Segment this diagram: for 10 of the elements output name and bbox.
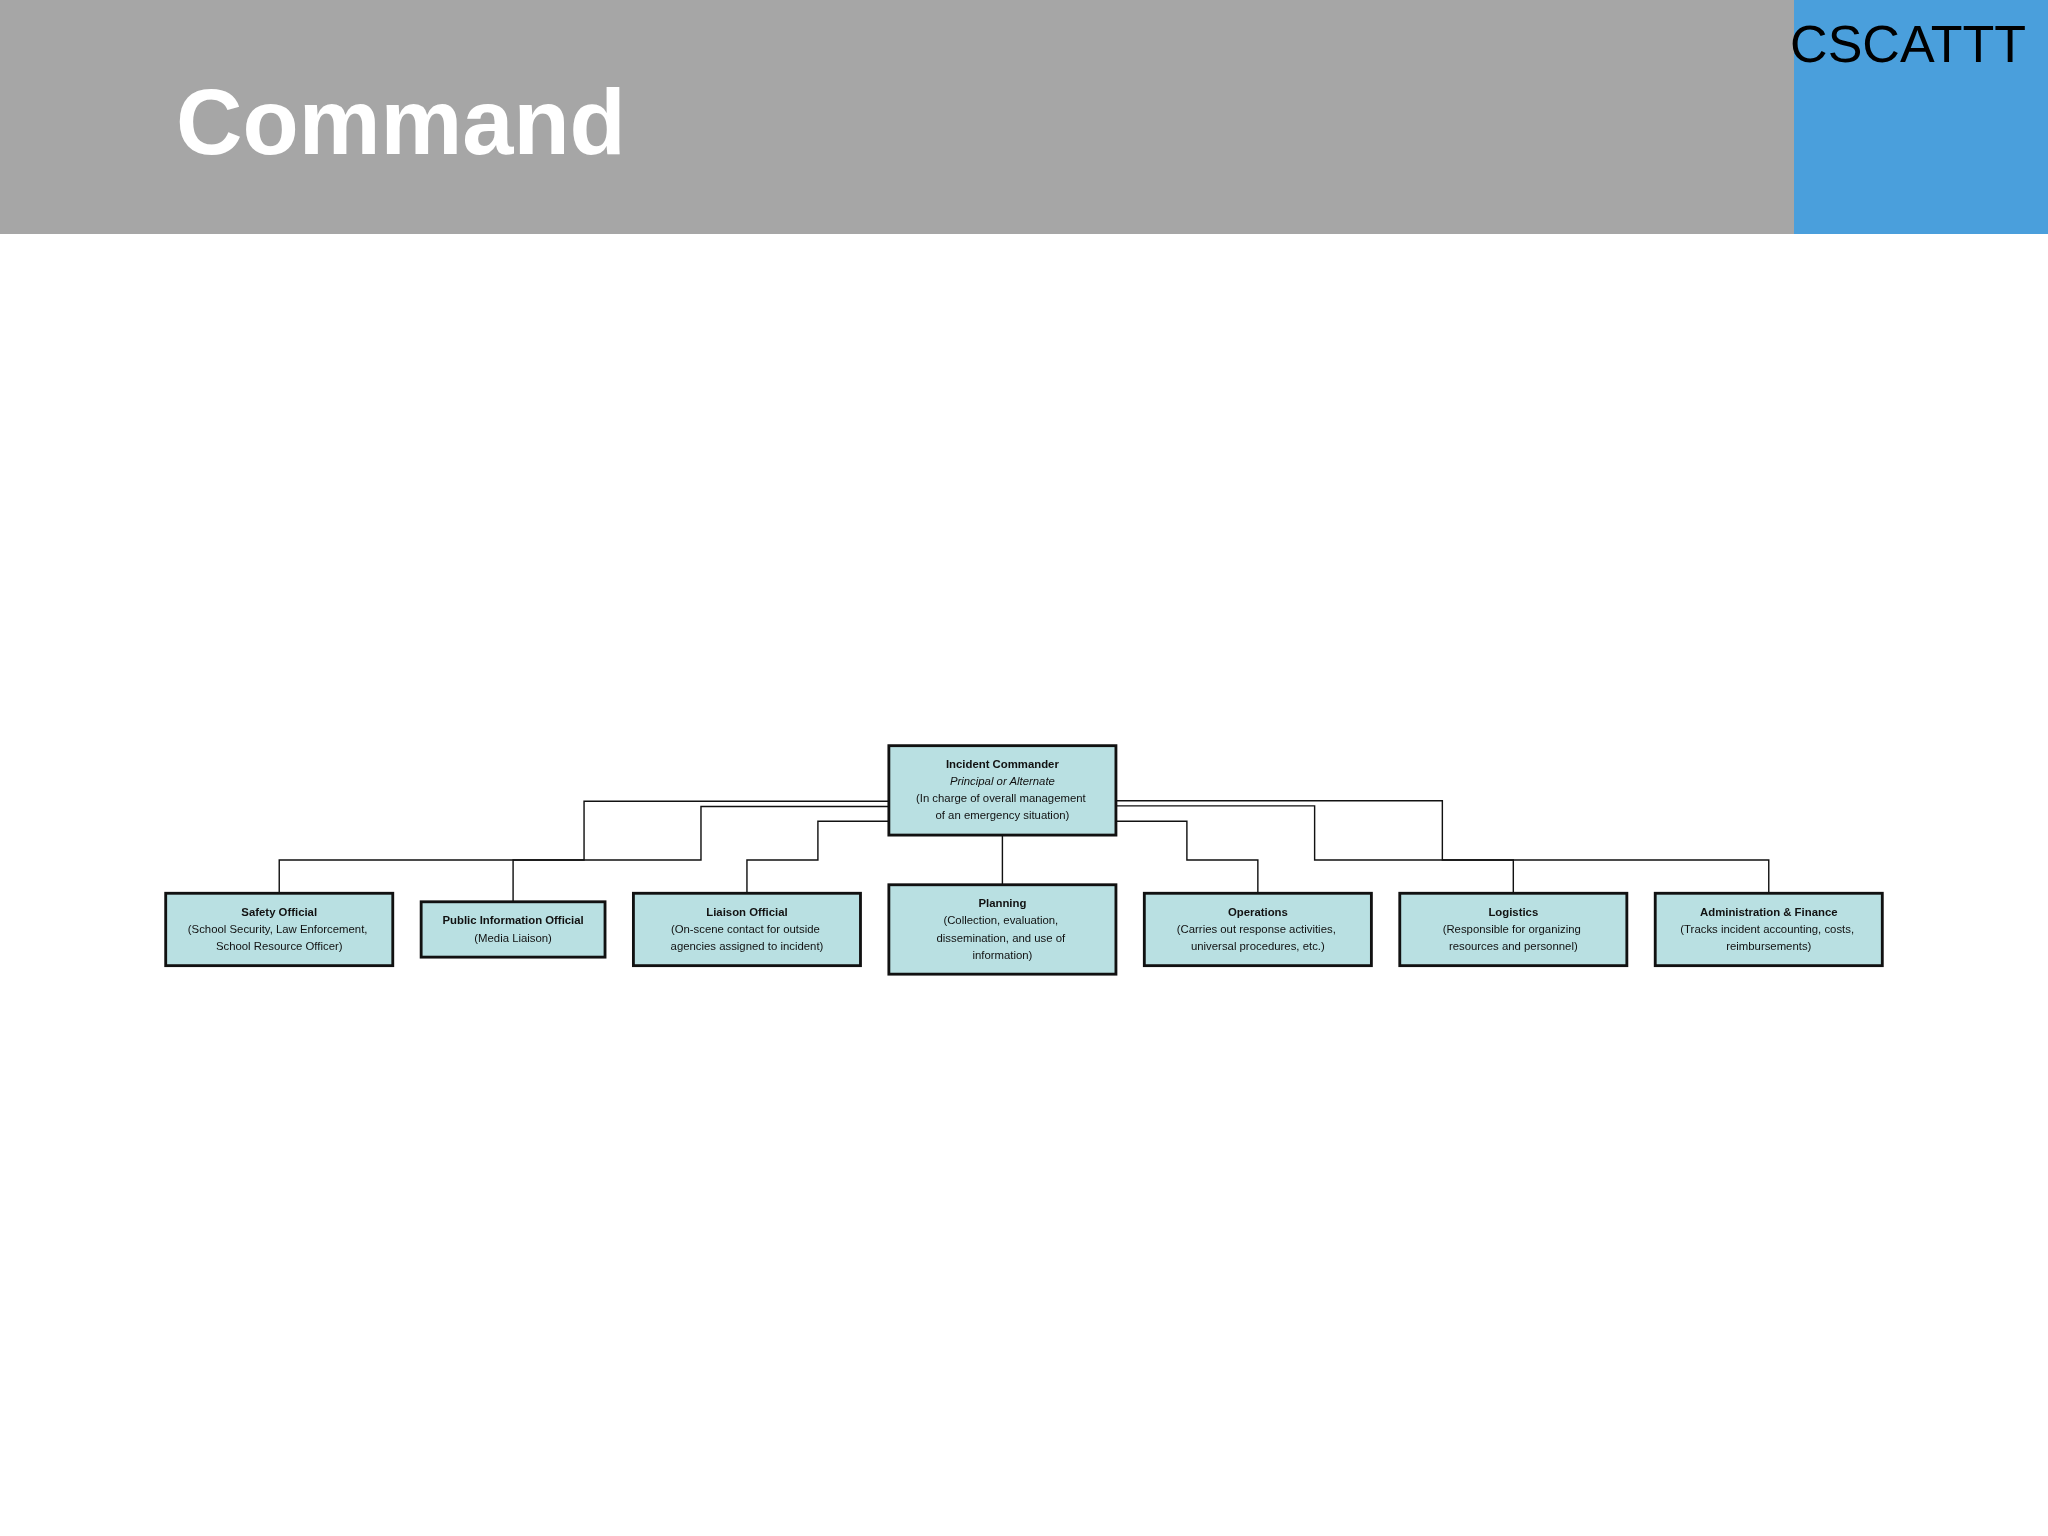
node-box: Planning (Collection, evaluation, dissemination, and use of information) bbox=[887, 883, 1118, 976]
node-box: Public Information Official (Media Liaison) bbox=[419, 900, 607, 959]
node-box: Operations (Carries out response activities, universal procedures, etc.) bbox=[1142, 891, 1373, 968]
slide-title: Command bbox=[176, 70, 626, 175]
node-box: Administration & Finance (Tracks incident accounting, costs, reimbursements) bbox=[1653, 891, 1884, 968]
node-box: Liaison Official (On-scene contact for outside agencies assigned to incident) bbox=[632, 891, 862, 968]
node-box: Safety Official (School Security, Law Enforcement, School Resource Officer) bbox=[164, 891, 395, 968]
node-box: Incident Commander Principal or Alternate (In charge of overall management of an emergency situation) bbox=[887, 744, 1118, 837]
header-label: CSCATTT bbox=[1790, 14, 2026, 74]
node-box: Logistics (Responsible for organizing resources and personnel) bbox=[1398, 891, 1629, 968]
